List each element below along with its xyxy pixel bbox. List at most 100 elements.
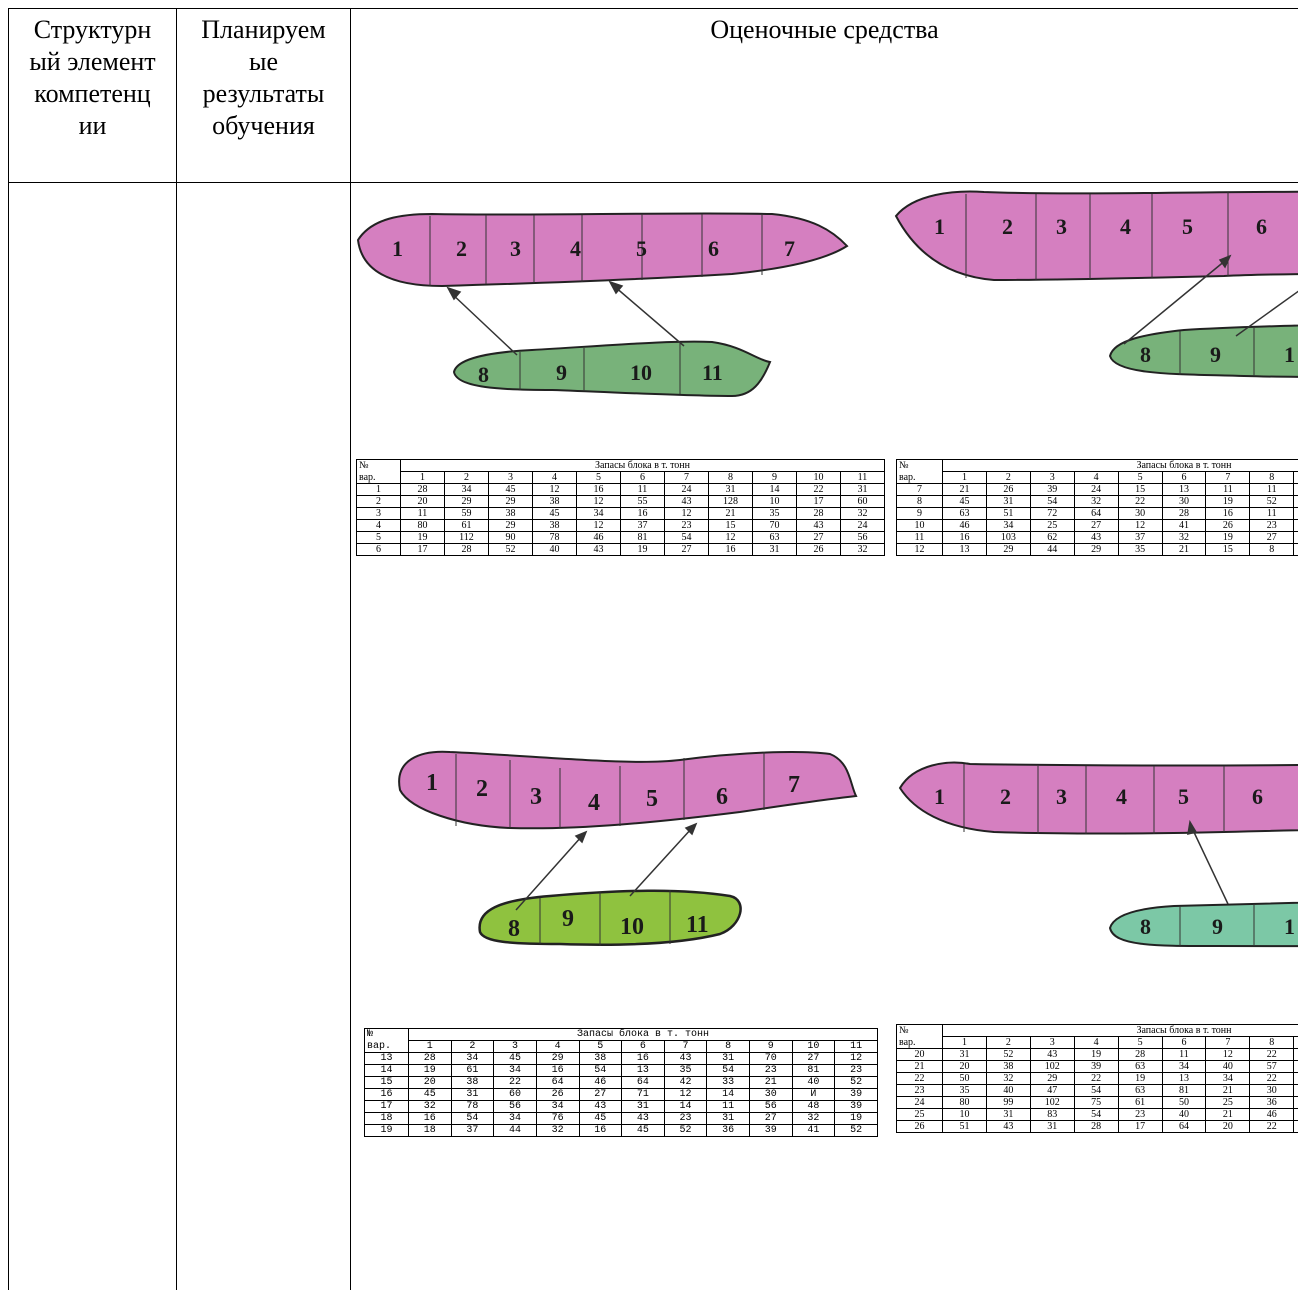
table-cell: 16 xyxy=(942,531,987,544)
table-cell: 31 xyxy=(1029,1120,1075,1133)
header-assessment-tools: Оценочные средства xyxy=(710,15,939,44)
table-cell: 45 xyxy=(578,1112,623,1125)
table-cell: 16 xyxy=(408,1112,452,1125)
table-cell: 70 xyxy=(749,1052,793,1065)
ore-body-diagram-2: 1 2 3 4 5 6 8 9 1 xyxy=(884,180,1298,410)
table-cell: 31 xyxy=(450,1088,495,1101)
table-cell: 12 xyxy=(834,1052,878,1065)
block-label: 11 xyxy=(702,360,723,385)
table-cell: 30 xyxy=(1117,507,1163,520)
table-cell: 11 xyxy=(400,507,445,520)
header-line: ый элемент xyxy=(29,47,156,76)
table-cell: 54 xyxy=(1029,495,1075,508)
column-header: 7 xyxy=(1205,471,1251,484)
table-cell: 43 xyxy=(796,519,841,532)
table-cell: 80 xyxy=(400,519,445,532)
table-cell: 33 xyxy=(706,1076,750,1089)
table-cell: 22 xyxy=(1249,1120,1295,1133)
table-cell: 29 xyxy=(1073,543,1119,556)
table-cell: 46 xyxy=(578,1076,623,1089)
table-cell: 19 xyxy=(408,1064,452,1077)
table-cell: 43 xyxy=(578,1100,623,1113)
table-cell: 29 xyxy=(535,1052,580,1065)
table-cell: 61 xyxy=(450,1064,495,1077)
table-cell: 29 xyxy=(488,519,533,532)
table-cell: 10 xyxy=(752,495,797,508)
lower-ore-body xyxy=(1108,324,1298,378)
table-cell: 11 xyxy=(620,483,665,496)
table-cell: 54 xyxy=(706,1064,750,1077)
table-cell: 75 xyxy=(1073,1096,1119,1109)
column-header: 9 xyxy=(749,1040,793,1053)
column-header: 3 xyxy=(1029,1036,1075,1049)
table-cell: 8 xyxy=(1249,543,1295,556)
variant-number: 21 xyxy=(896,1060,943,1073)
table-cell: 32 xyxy=(985,1072,1031,1085)
table-cell: 80 xyxy=(942,1096,987,1109)
table-cell: И xyxy=(791,1088,836,1101)
table-cell: 32 xyxy=(535,1124,580,1137)
table-cell: 37 xyxy=(450,1124,495,1137)
table-cell: 44 xyxy=(493,1124,537,1137)
table-cell: 39 xyxy=(1073,1060,1119,1073)
table-cell: 70 xyxy=(752,519,797,532)
table-cell: 52 xyxy=(985,1048,1031,1061)
block-label: 1 xyxy=(934,784,945,809)
table-cell: 12 xyxy=(1117,519,1163,532)
table-cell: 36 xyxy=(706,1124,750,1137)
table-cell: 46 xyxy=(942,519,987,532)
column-header: 4 xyxy=(535,1040,580,1053)
column-header: 1 xyxy=(400,471,445,484)
table-cell: 45 xyxy=(488,483,533,496)
ore-body-diagram-3: 1 2 3 4 5 6 7 8 9 10 11 xyxy=(380,740,860,950)
column-header: 6 xyxy=(1161,1036,1207,1049)
variant-number: 23 xyxy=(896,1084,943,1097)
table-cell: 48 xyxy=(791,1100,836,1113)
table-cell: 64 xyxy=(621,1076,665,1089)
block-label: 10 xyxy=(620,914,644,940)
header-line: ые xyxy=(248,47,278,76)
table-cell: 45 xyxy=(942,495,987,508)
table-cell: 20 xyxy=(400,495,445,508)
table-cell: 54 xyxy=(1073,1084,1119,1097)
table-cell: 31 xyxy=(752,543,797,556)
block-label: 1 xyxy=(1284,342,1295,367)
table-cell: 47 xyxy=(1029,1084,1075,1097)
header-line: результаты xyxy=(202,79,325,108)
variant-number: 9 xyxy=(896,507,943,520)
column-header: 7 xyxy=(664,471,709,484)
table-cell xyxy=(1293,1108,1298,1121)
table-cell: 61 xyxy=(1117,1096,1163,1109)
table-cell: 40 xyxy=(985,1084,1031,1097)
table-cell: 31 xyxy=(985,495,1031,508)
table-cell: 28 xyxy=(444,543,489,556)
table-cell: 12 xyxy=(1205,1048,1251,1061)
column-header: 9 xyxy=(752,471,797,484)
variant-number: 12 xyxy=(896,543,943,556)
table-cell: 12 xyxy=(576,519,621,532)
block-label: 5 xyxy=(1178,784,1189,809)
table-cell: 51 xyxy=(985,507,1031,520)
variant-label: вар. xyxy=(356,471,401,484)
block-label: 1 xyxy=(1284,914,1295,939)
block-label: 6 xyxy=(1252,784,1263,809)
table-cell: 128 xyxy=(708,495,753,508)
table-cell: 21 xyxy=(942,483,987,496)
header-line: Структурн xyxy=(33,15,152,44)
table-cell: 43 xyxy=(985,1120,1031,1133)
table-cell: 41 xyxy=(1161,519,1207,532)
table-cell: 21 xyxy=(1205,1084,1251,1097)
block-label: 4 xyxy=(588,790,600,816)
table-cell: 31 xyxy=(621,1100,665,1113)
table-cell: 45 xyxy=(532,507,577,520)
block-label: 3 xyxy=(1056,784,1067,809)
block-label: 8 xyxy=(478,362,489,387)
